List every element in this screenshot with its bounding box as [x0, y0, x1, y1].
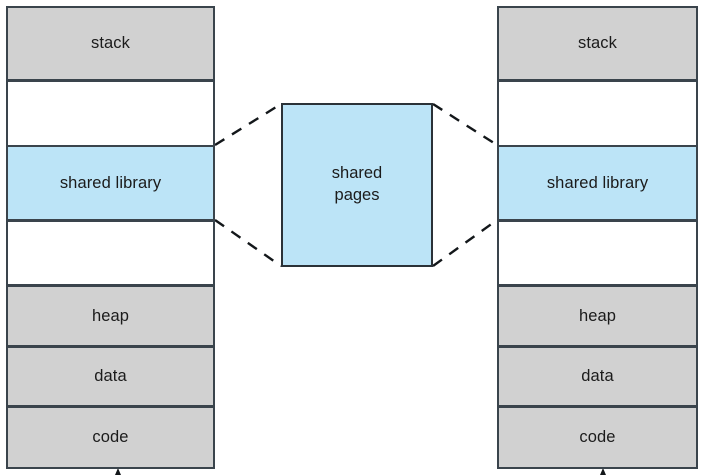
memory-block-stack-right: stack — [497, 6, 698, 81]
heap-growth-up-arrow-icon — [600, 468, 606, 475]
memory-block-shared-library-left: shared library — [6, 145, 215, 221]
memory-block-label: code — [92, 428, 129, 446]
memory-block-label: heap — [91, 306, 130, 325]
heap-growth-up-arrow-icon — [115, 468, 121, 475]
memory-block-label: data — [581, 367, 614, 385]
memory-block-label: heap — [578, 306, 617, 325]
memory-block-heap-left: heap — [6, 285, 215, 347]
memory-gap-upper-left — [6, 80, 215, 206]
memory-block-code-left: code — [6, 406, 215, 469]
memory-block-stack-left: stack — [6, 6, 215, 81]
memory-gap-lower-right — [497, 220, 698, 475]
shared-pages-label-line-1: shared — [331, 164, 383, 183]
memory-block-label: stack — [90, 34, 130, 52]
process-memory-column-left: stack shared library heap data code — [6, 6, 215, 475]
process-memory-column-right: stack shared library heap data code — [497, 6, 698, 475]
memory-gap-lower-left — [6, 220, 215, 475]
memory-block-label: shared library — [59, 173, 162, 192]
memory-block-label: data — [94, 367, 127, 385]
memory-block-heap-right: heap — [497, 285, 698, 347]
memory-block-data-left: data — [6, 346, 215, 407]
connector-left-bottom-line — [214, 219, 282, 267]
connector-right-bottom-line — [432, 219, 498, 267]
memory-block-label: code — [579, 428, 616, 446]
memory-block-label: stack — [577, 34, 617, 52]
connector-right-top-line — [432, 102, 498, 147]
memory-gap-upper-right — [497, 80, 698, 206]
memory-block-shared-library-right: shared library — [497, 145, 698, 221]
memory-block-label: shared library — [546, 173, 649, 192]
memory-block-code-right: code — [497, 406, 698, 469]
shared-pages-label-line-2: pages — [334, 186, 380, 204]
memory-block-data-right: data — [497, 346, 698, 407]
shared-pages-box: shared pages — [281, 103, 433, 267]
connector-left-top-line — [214, 102, 282, 147]
